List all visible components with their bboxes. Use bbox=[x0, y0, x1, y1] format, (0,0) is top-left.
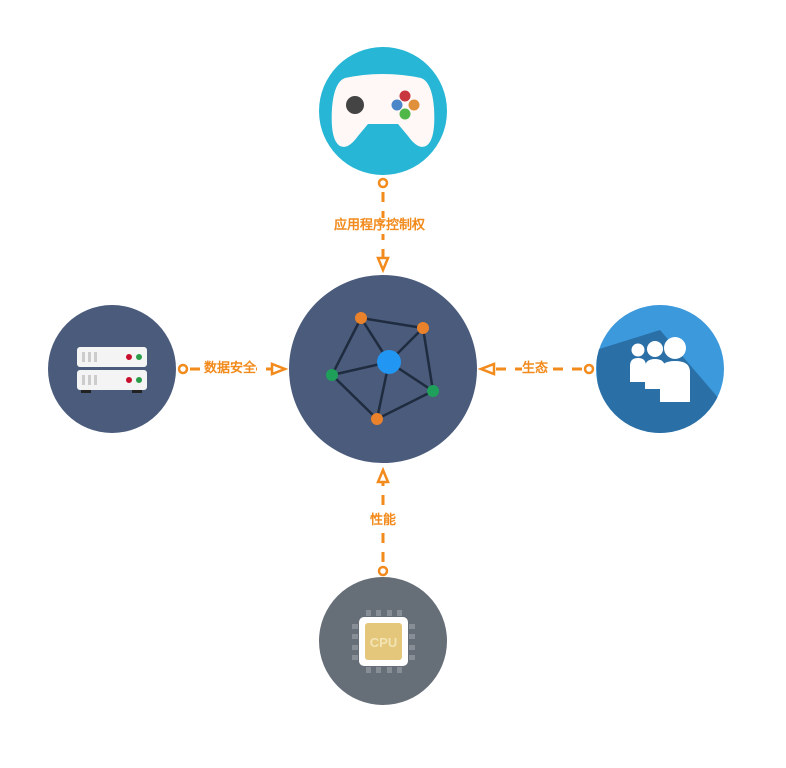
edge-label-data: 数据安全 bbox=[204, 361, 257, 377]
edge-label-app: 应用程序控制权 bbox=[334, 218, 426, 234]
ecology-node bbox=[596, 305, 724, 433]
connector-app bbox=[376, 177, 390, 274]
edge-label-ecology: 生态 bbox=[522, 361, 549, 377]
gamepad-icon bbox=[331, 74, 435, 147]
people-icon bbox=[630, 337, 690, 402]
performance-node: CPU bbox=[319, 577, 447, 705]
server-icon bbox=[77, 347, 147, 393]
cpu-chip-label: CPU bbox=[370, 635, 397, 650]
edge-label-performance: 性能 bbox=[370, 513, 397, 529]
data-node bbox=[48, 305, 176, 433]
app-node bbox=[319, 47, 447, 175]
cpu-chip-icon: CPU bbox=[352, 610, 415, 673]
center-node bbox=[289, 275, 477, 463]
